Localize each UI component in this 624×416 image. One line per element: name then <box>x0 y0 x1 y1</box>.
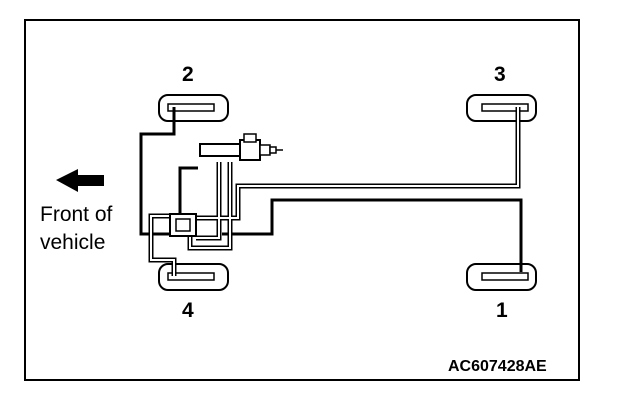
master-cylinder <box>199 133 283 161</box>
front-label-line2: vehicle <box>40 231 106 254</box>
wheel-label-1: 1 <box>496 299 508 322</box>
front-of-vehicle-label: Front of vehicle <box>40 201 112 257</box>
wheel-2 <box>158 94 229 122</box>
wheel-label-4: 4 <box>182 299 194 322</box>
front-label-line1: Front of <box>40 203 113 226</box>
wheel-1 <box>466 263 537 291</box>
proportioning-valve <box>169 213 197 237</box>
double-brake-lines <box>148 107 521 276</box>
line-master-solid <box>178 166 198 213</box>
wheel-label-3: 3 <box>494 63 506 86</box>
wheel-4 <box>158 263 229 291</box>
arrow-left-icon <box>56 169 104 192</box>
figure-code: AC607428AE <box>448 358 547 375</box>
wheel-label-2: 2 <box>182 63 194 86</box>
line-wheel-1 <box>222 198 523 272</box>
wheel-3 <box>466 94 537 122</box>
diagram-frame <box>24 19 580 381</box>
